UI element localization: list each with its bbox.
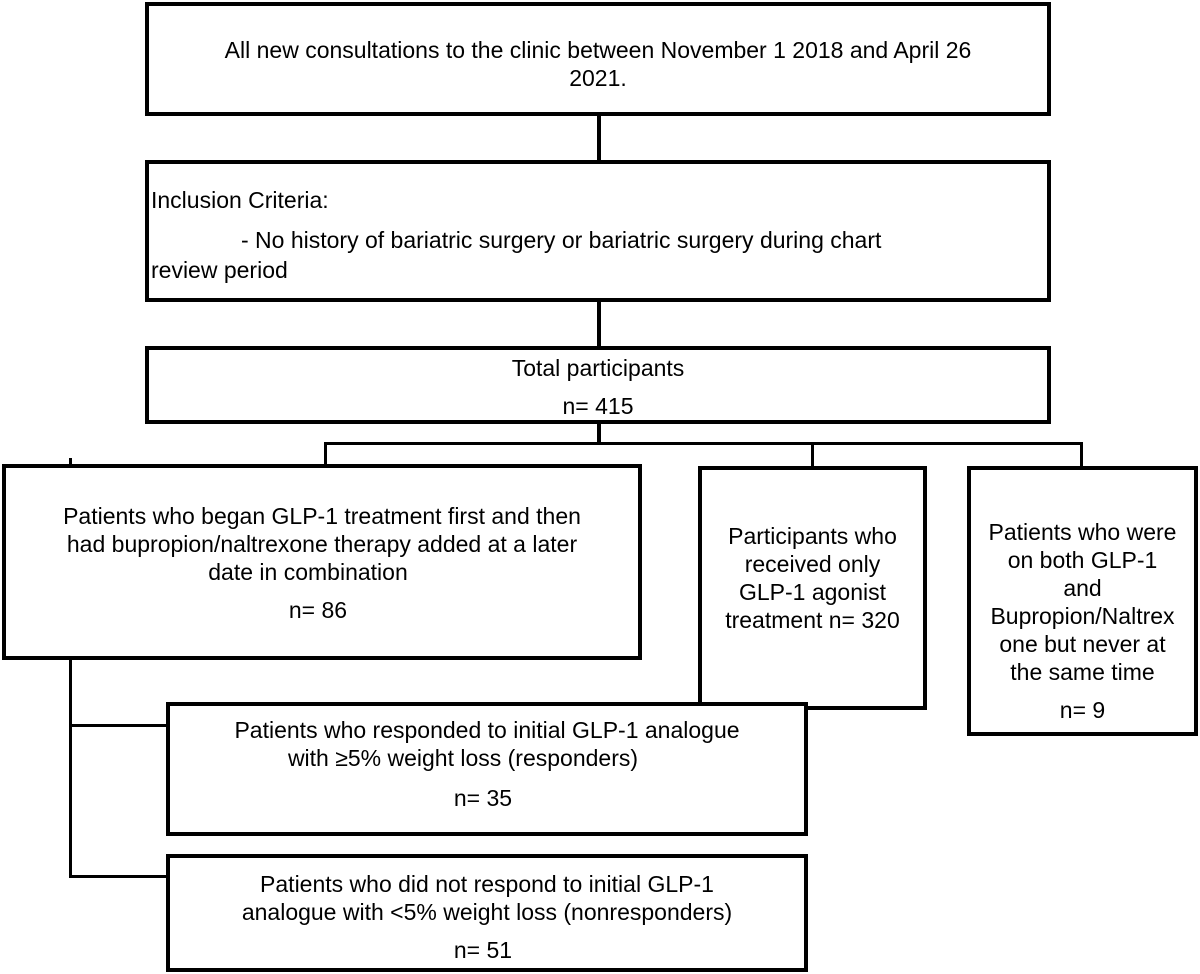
nonresponders-line1: Patients who did not respond to initial … [260,871,714,897]
responders-line2: with ≥5% weight loss (responders) [287,745,639,771]
both-separate-line1: Patients who were [988,519,1177,545]
glp1-only-line3: GLP-1 agonist [738,579,887,605]
combination-line1: Patients who began GLP-1 treatment first… [63,503,581,529]
total-participants-box: Total participants n= 415 [145,346,1051,424]
both-separate-line2: on both GLP-1 [1007,547,1158,573]
both-separate-line5: one but never at [999,631,1166,657]
both-separate-box: Patients who were on both GLP-1 and Bupr… [967,466,1198,736]
connector-to-responders [69,724,168,727]
responders-line1: Patients who responded to initial GLP-1 … [234,717,740,743]
inclusion-heading: Inclusion Criteria: [151,187,329,213]
both-separate-line3: and [1063,575,1102,601]
connector-branch-both-separate [1080,442,1083,468]
both-separate-line6: the same time [1010,659,1155,685]
connector-branch-combination [324,442,327,466]
total-n: n= 415 [562,393,634,419]
consultations-line1: All new consultations to the clinic betw… [224,37,972,63]
consultations-box: All new consultations to the clinic betw… [145,2,1051,116]
connector-inclusion-total [597,300,601,348]
combination-therapy-box: Patients who began GLP-1 treatment first… [2,464,642,660]
glp1-only-box: Participants who received only GLP-1 ago… [698,466,927,710]
nonresponders-n: n= 51 [453,937,513,963]
responders-n: n= 35 [453,785,513,811]
combination-line3: date in combination [208,559,408,585]
connector-consultations-inclusion [597,114,601,162]
both-separate-line4: Bupropion/Naltrex [990,603,1175,629]
inclusion-criteria-box: Inclusion Criteria: - No history of bari… [145,160,1051,302]
inclusion-line2: review period [151,257,288,283]
total-label: Total participants [511,355,685,381]
combination-n: n= 86 [288,597,348,623]
glp1-only-line1: Participants who [728,523,897,549]
connector-to-nonresponders [69,875,168,878]
glp1-only-line4: treatment n= 320 [725,607,900,633]
consultations-line2: 2021. [569,65,627,91]
both-separate-n: n= 9 [1059,697,1106,723]
combination-line2: had bupropion/naltrexone therapy added a… [66,531,578,557]
connector-branch-glp1-only [811,442,814,468]
responders-box: Patients who responded to initial GLP-1 … [166,702,808,836]
connector-total-branch [597,422,601,444]
nonresponders-line2: analogue with <5% weight loss (nonrespon… [241,899,733,925]
nonresponders-box: Patients who did not respond to initial … [166,854,808,972]
glp1-only-line2: received only [744,551,881,577]
connector-branch-horizontal [324,442,1082,445]
inclusion-line1: - No history of bariatric surgery or bar… [241,227,882,253]
